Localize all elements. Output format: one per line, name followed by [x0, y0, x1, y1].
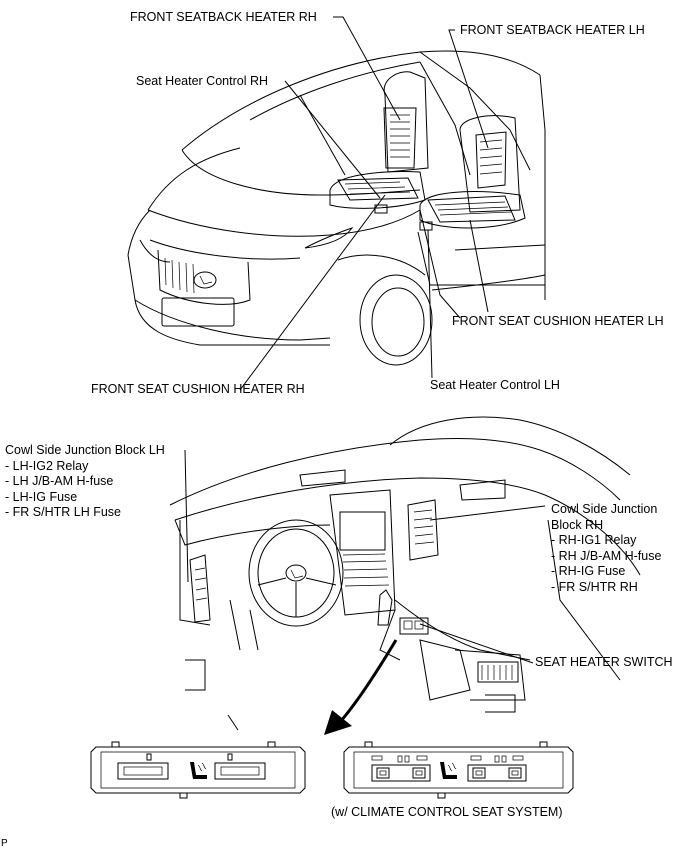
seat-heater-switch-label: SEAT HEATER SWITCH [535, 655, 673, 669]
rh-cushion-heater-element [337, 177, 419, 201]
cowl-lh-item: - LH-IG Fuse [5, 489, 78, 504]
cowl-rh-item: - RH J/B-AM H-fuse [551, 548, 662, 563]
front-seat-cushion-heater-rh-label: FRONT SEAT CUSHION HEATER RH [91, 382, 305, 396]
rh-seatback-frame [383, 71, 429, 173]
cowl-lh-item: - LH J/B-AM H-fuse [5, 474, 114, 488]
front-seatback-heater-rh-label: FRONT SEATBACK HEATER RH [130, 10, 317, 24]
front-seatback-heater-lh-label: FRONT SEATBACK HEATER LH [460, 23, 645, 37]
lh-cushion-heater-element [427, 195, 516, 223]
interior-dashboard-illustration [169, 416, 641, 731]
lh-seatback-frame [459, 115, 521, 213]
cowl-lh-title: Cowl Side Junction Block LH [5, 443, 165, 457]
cowl-rh-item: - RH-IG Fuse [551, 564, 626, 578]
car-exterior-illustration [127, 50, 546, 366]
climate-control-seat-note: (w/ CLIMATE CONTROL SEAT SYSTEM) [331, 805, 563, 819]
top-leader-lines [239, 16, 489, 391]
lh-seatback-heater-element [475, 131, 507, 189]
seat-heater-control-lh-label: Seat Heater Control LH [430, 378, 560, 392]
cowl-side-junction-block-lh-label: Cowl Side Junction Block LH - LH-IG2 Rel… [5, 443, 165, 521]
front-seat-cushion-heater-lh-label: FRONT SEAT CUSHION HEATER LH [452, 314, 664, 328]
lh-seat-heater-control [419, 221, 433, 231]
cowl-side-junction-block-rh-label: Cowl Side Junction Block RH - RH-IG1 Rel… [551, 502, 661, 595]
cowl-lh-item: - LH-IG2 Relay [5, 458, 89, 473]
seat-heater-switch-panel-standard [90, 741, 306, 799]
corner-mark: P [1, 838, 8, 849]
seat-heater-control-rh-label: Seat Heater Control RH [136, 74, 269, 88]
cowl-rh-title-line1: Cowl Side Junction [551, 502, 658, 516]
cowl-rh-item: - RH-IG1 Relay [551, 533, 637, 547]
rh-seatback-heater-element [383, 107, 417, 169]
seat-heater-switch-panel-climate [343, 741, 574, 799]
callout-arrow [324, 639, 398, 735]
cowl-lh-item: - FR S/HTR LH Fuse [5, 505, 121, 519]
cowl-rh-title-line2: Block RH [551, 517, 604, 532]
middle-leader-lines [184, 449, 546, 664]
cowl-rh-item: - FR S/HTR RH [551, 579, 638, 594]
